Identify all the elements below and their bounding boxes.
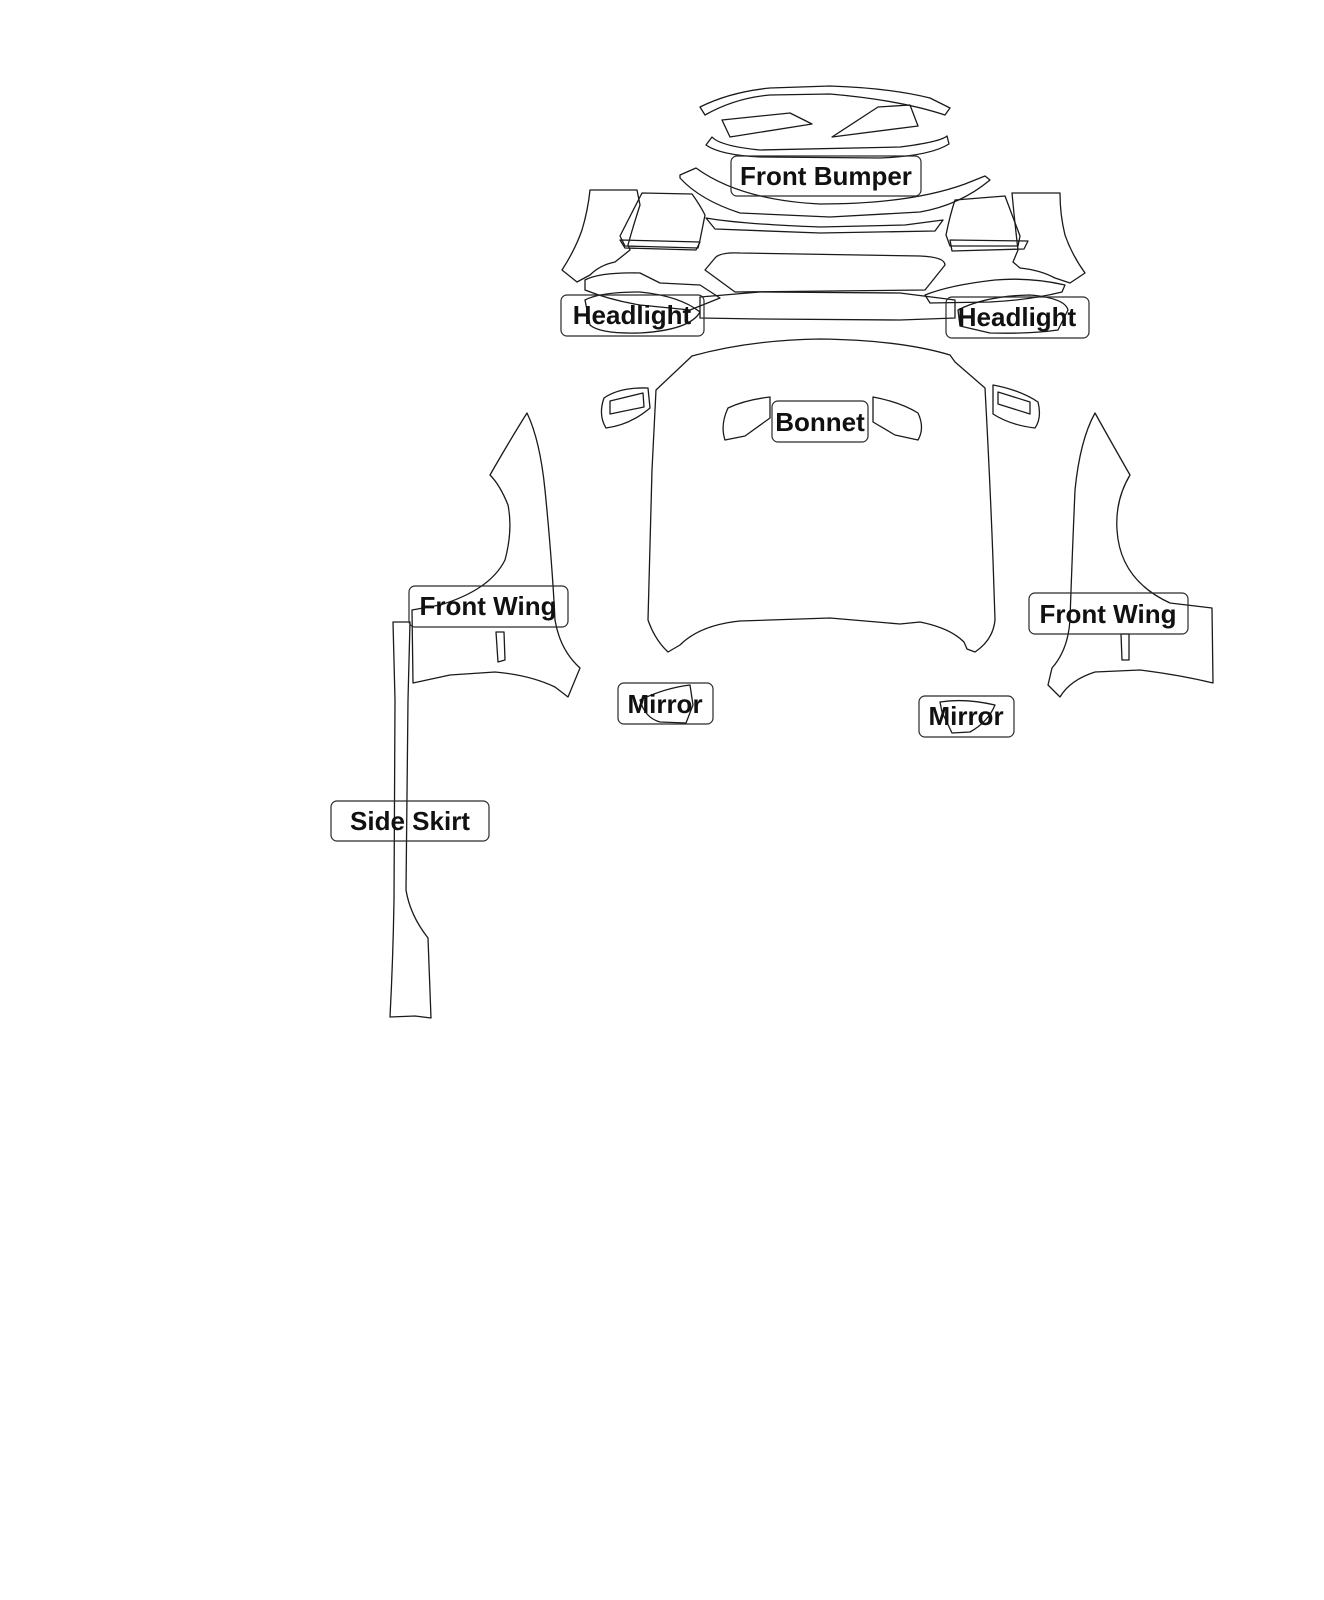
label-bonnet: Bonnet (771, 400, 869, 443)
label-mirror-right: Mirror (918, 695, 1015, 738)
right-side-vent (992, 384, 1041, 429)
right-headlight-film (957, 294, 1069, 334)
label-text: Mirror (928, 701, 1003, 731)
label-text: Front Wing (420, 591, 557, 621)
label-headlight-left: Headlight (560, 294, 705, 337)
label-text: Front Bumper (740, 161, 912, 191)
label-box (560, 294, 705, 337)
mirror-parts (639, 684, 996, 734)
label-box (330, 800, 490, 842)
right-front-wing (1047, 412, 1214, 698)
label-text: Front Wing (1040, 599, 1177, 629)
label-text: Side Skirt (350, 806, 470, 836)
right-mirror-film (939, 699, 996, 734)
right-bumper-lower-wing (924, 278, 1066, 304)
right-bonnet-vent (872, 396, 923, 441)
left-headlight-film (584, 291, 701, 334)
left-side-vent (600, 387, 651, 429)
label-text: Headlight (573, 300, 692, 330)
left-bumper-intake (619, 192, 706, 249)
label-mirror-left: Mirror (617, 682, 714, 725)
left-wing-repeater (495, 631, 506, 663)
left-bumper-corner (561, 189, 641, 283)
label-text: Headlight (958, 302, 1077, 332)
label-box (617, 682, 714, 725)
label-front-bumper: Front Bumper (730, 155, 922, 197)
label-box (730, 155, 922, 197)
bumper-center-band (705, 217, 944, 234)
right-side-vent-inner (997, 391, 1031, 415)
right-intake-trim (949, 239, 1029, 252)
left-bonnet-vent (722, 396, 771, 441)
headlight-parts (584, 291, 1069, 334)
label-box (1028, 592, 1189, 635)
right-wing-repeater (1120, 633, 1130, 661)
label-headlight-right: Headlight (945, 296, 1090, 339)
label-box (771, 400, 869, 443)
left-front-wing (411, 412, 581, 698)
right-bumper-intake (945, 195, 1021, 247)
label-box (945, 296, 1090, 339)
left-intake-trim (619, 239, 701, 251)
left-mirror-film (639, 684, 694, 724)
bonnet-panel (647, 338, 996, 653)
bumper-main-panel (679, 167, 991, 218)
left-side-vent-inner (609, 392, 645, 415)
right-grille-insert (831, 104, 919, 138)
front-bumper-parts (561, 85, 1086, 321)
bumper-lower-grille (704, 252, 946, 293)
label-front-wing-right: Front Wing (1028, 592, 1189, 635)
label-front-wing-left: Front Wing (408, 585, 569, 628)
label-text: Mirror (627, 689, 702, 719)
left-grille-insert (721, 112, 813, 138)
upper-lip-strip (699, 85, 951, 116)
label-box (408, 585, 569, 628)
label-side-skirt: Side Skirt (330, 800, 490, 842)
side-skirt-parts (389, 621, 432, 1019)
side-skirt-strip (389, 621, 432, 1019)
bumper-splitter-strip (699, 291, 956, 321)
bonnet-parts (600, 338, 1041, 653)
label-text: Bonnet (775, 407, 865, 437)
lower-lip-strip (705, 135, 950, 159)
front-wing-parts (411, 412, 1214, 698)
label-box (918, 695, 1015, 738)
right-bumper-corner (1011, 192, 1086, 284)
